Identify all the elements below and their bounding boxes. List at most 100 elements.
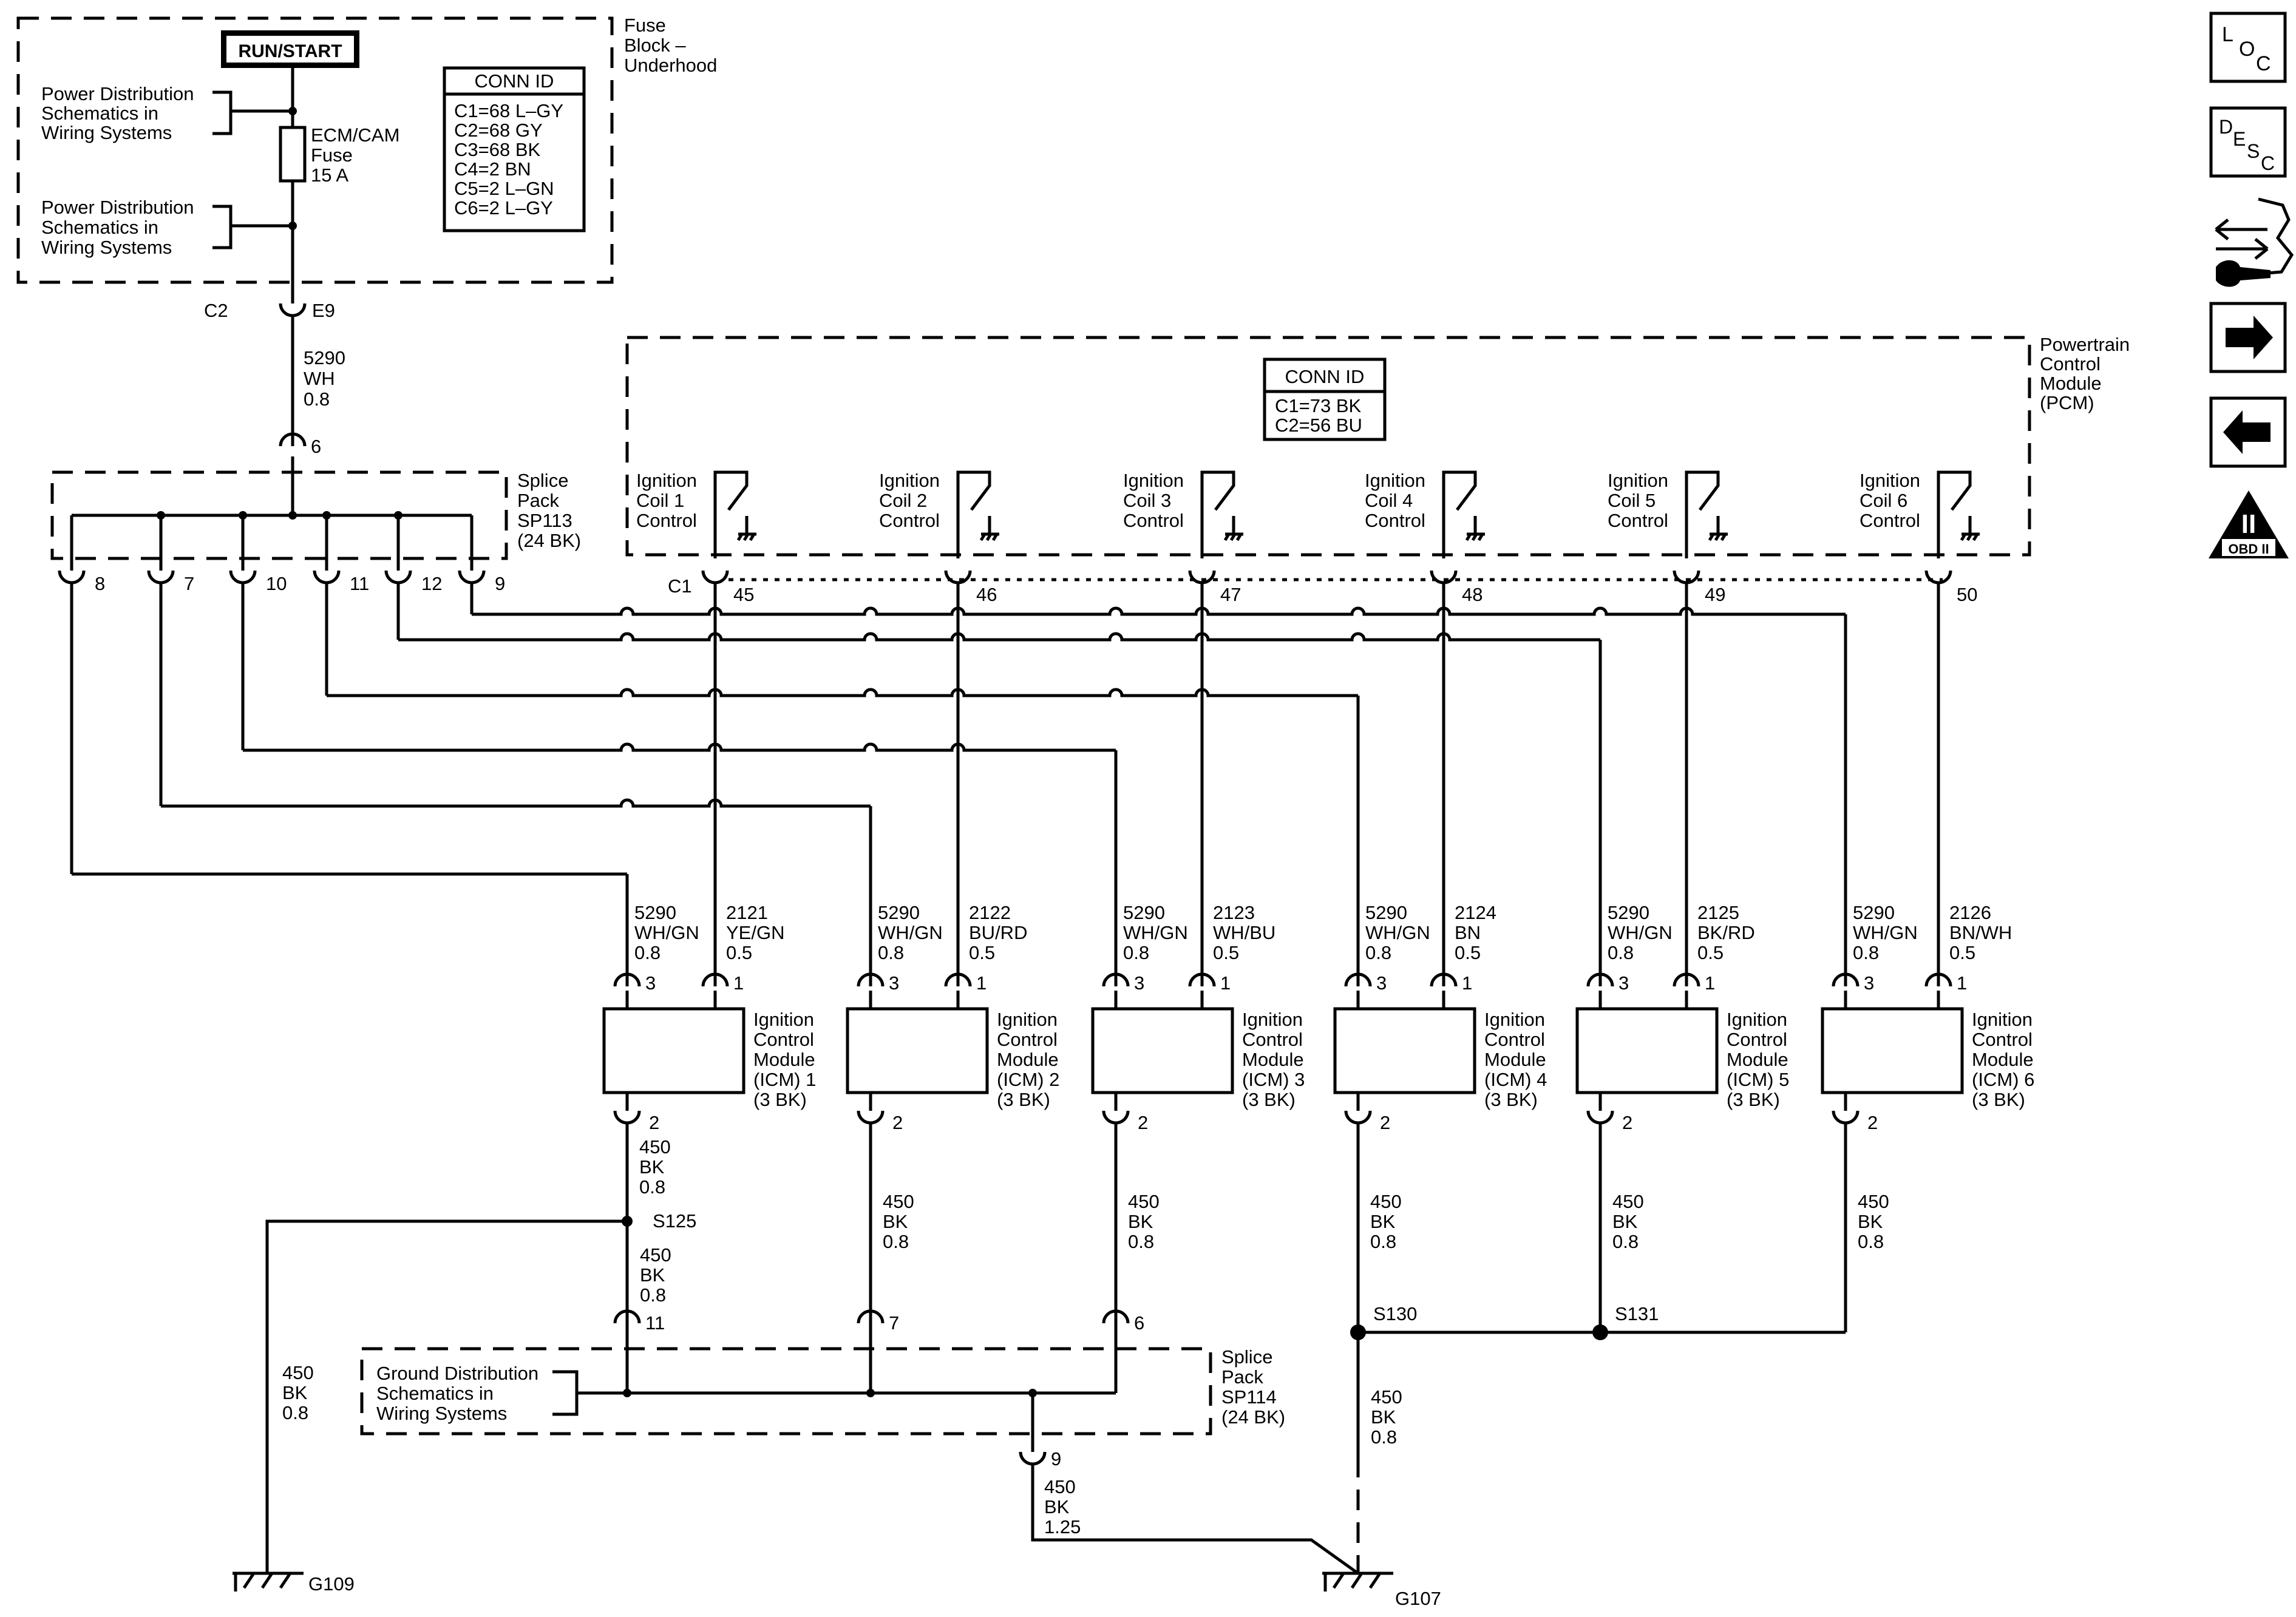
icm-6-pin-feed: 3 (1864, 972, 1874, 994)
icm-3-pin-feed: 3 (1134, 972, 1144, 994)
icm-1-label-5: (3 BK) (753, 1089, 807, 1110)
desc-e: E (2233, 128, 2246, 150)
fuse-block-label-1: Fuse (624, 15, 666, 36)
fuse-block-label-3: Underhood (624, 55, 717, 76)
previous-arrow-icon[interactable] (2209, 396, 2287, 468)
sp113-label-4: (24 BK) (517, 530, 581, 551)
pcm-driver-2-label-2: Coil 2 (879, 490, 927, 511)
icm-6-pin-signal: 1 (1957, 972, 1967, 994)
power-dist-2-line-1: Power Distribution (41, 197, 194, 218)
icm-2-pin-feed: 3 (889, 972, 899, 994)
power-dist-2-line-2: Schematics in (41, 217, 158, 238)
pcm-driver-5-label-2: Coil 5 (1608, 490, 1656, 511)
pcm-c1-label: C1 (668, 575, 692, 597)
loc-c: C (2256, 52, 2271, 75)
fuse-conn-row-5: C5=2 L–GN (454, 178, 554, 199)
desc-d: D (2219, 116, 2233, 138)
icm-2-ground-wire-1: 450 (883, 1191, 914, 1212)
sp113-pin-9: 9 (495, 573, 505, 594)
fuse-output-wire-2: WH (304, 368, 335, 389)
sp114-label-2: Pack (1221, 1366, 1263, 1388)
icm-6-feed-wire-2: WH/GN (1853, 922, 1918, 943)
fuse-block-conn-id-title: CONN ID (475, 70, 554, 92)
loc-o: O (2239, 38, 2255, 61)
power-dist-1-line-2: Schematics in (41, 103, 158, 124)
icm-3-label-4: (ICM) 3 (1242, 1069, 1305, 1090)
pcm-driver-6-label-1: Ignition (1860, 470, 1920, 491)
ground-distribution: S125 450 BK 0.8 450 BK 0.8 G109 Splice P… (233, 1210, 1846, 1609)
description-icon[interactable]: D E S C (2209, 106, 2287, 178)
icm-2-label-3: Module (997, 1049, 1059, 1070)
icm-1-label-4: (ICM) 1 (753, 1069, 816, 1090)
power-dist-2-line-3: Wiring Systems (41, 237, 172, 258)
pcm-driver-3-label-1: Ignition (1123, 470, 1184, 491)
icm-4-body (1333, 1007, 1476, 1094)
pcm-label-2: Control (2040, 353, 2101, 375)
pcm-driver-5-label-3: Control (1608, 510, 1668, 531)
connector-tools-icon[interactable] (2215, 197, 2294, 287)
icm-2-body (846, 1007, 989, 1094)
pcm-driver-4-label-3: Control (1365, 510, 1425, 531)
icm-4-label-2: Control (1484, 1029, 1545, 1050)
pcm-pin-45: 45 (733, 584, 754, 605)
power-dist-1-line-1: Power Distribution (41, 83, 194, 104)
location-icon[interactable]: L O C (2209, 12, 2287, 83)
icm-6-feed-wire-1: 5290 (1853, 902, 1895, 923)
icm-4-ground-wire-3: 0.8 (1370, 1231, 1396, 1252)
icm-1-pin-signal: 1 (733, 972, 744, 994)
icm-2-label-1: Ignition (997, 1009, 1058, 1030)
s130-label: S130 (1373, 1303, 1417, 1324)
icm-2-feed-wire-2: WH/GN (878, 922, 943, 943)
icm-5-label-2: Control (1727, 1029, 1787, 1050)
icm-6-signal-wire-3: 0.5 (1949, 942, 1975, 963)
icm-3-label-2: Control (1242, 1029, 1303, 1050)
fuse-output-wire-3: 0.8 (304, 388, 330, 410)
icm-2-feed-wire-1: 5290 (878, 902, 920, 923)
pcm-pin-47: 47 (1220, 584, 1241, 605)
icm-2-pin-ground: 2 (892, 1112, 903, 1133)
sp114-pin-7: 7 (889, 1312, 899, 1334)
fuse-block-label-2: Block – (624, 35, 686, 56)
icm-2-ground-wire-2: BK (883, 1211, 908, 1232)
icm-3-ground-wire-2: BK (1128, 1211, 1153, 1232)
icm-1-pin-ground: 2 (649, 1112, 659, 1133)
icm-6-signal-wire-2: BN/WH (1949, 922, 2012, 943)
obd-label: OBD II (2228, 541, 2269, 557)
fuse-conn-row-3: C3=68 BK (454, 139, 541, 160)
obd-ii-icon[interactable]: II OBD II (2209, 490, 2289, 558)
icm-4-pin-feed: 3 (1376, 972, 1387, 994)
icm-5-feed-wire-2: WH/GN (1608, 922, 1673, 943)
icm-5-label-5: (3 BK) (1727, 1089, 1780, 1110)
next-arrow-icon[interactable] (2209, 302, 2287, 373)
icm-5-pin-signal: 1 (1705, 972, 1715, 994)
icm-5-label-3: Module (1727, 1049, 1788, 1070)
icm-4-pin-ground: 2 (1380, 1112, 1390, 1133)
icm-5-ground-wire-2: BK (1612, 1211, 1638, 1232)
icm-6-ground-wire-1: 450 (1858, 1191, 1889, 1212)
g107-label: G107 (1395, 1588, 1441, 1609)
sp113-pin-11: 11 (350, 573, 369, 594)
icm-5-pin-ground: 2 (1622, 1112, 1632, 1133)
s125-label: S125 (653, 1210, 696, 1232)
icm-3-ground-wire-1: 450 (1128, 1191, 1160, 1212)
ecm-cam-fuse-symbol (279, 126, 307, 183)
s130-wire-3: 0.8 (1371, 1426, 1397, 1448)
sp114-out-pin: 9 (1051, 1448, 1061, 1470)
icm-6-feed-wire-3: 0.8 (1853, 942, 1879, 963)
icm-3-ground-wire-3: 0.8 (1128, 1231, 1154, 1252)
icm-4-label-3: Module (1484, 1049, 1546, 1070)
sp113-label-1: Splice (517, 470, 568, 491)
pcm-pin-49: 49 (1705, 584, 1725, 605)
s125-lower-wire-2: BK (640, 1264, 665, 1286)
icm-3-label-5: (3 BK) (1242, 1089, 1296, 1110)
icm-2-signal-wire-2: BU/RD (969, 922, 1027, 943)
pcm-pin-50: 50 (1957, 584, 1977, 605)
icm-5-body (1575, 1007, 1719, 1094)
sp113-pin-7: 7 (184, 573, 194, 594)
pcm-label-4: (PCM) (2040, 392, 2094, 413)
sp113-label-3: SP113 (517, 510, 572, 531)
